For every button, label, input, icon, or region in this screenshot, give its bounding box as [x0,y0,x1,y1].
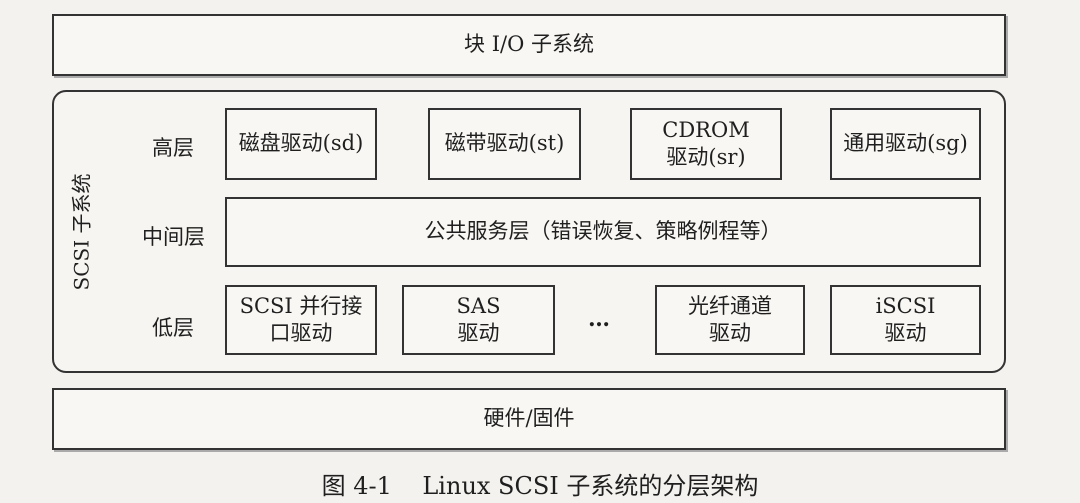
low-driver-label: 光纤通道 驱动 [688,293,772,345]
high-driver-label: 通用驱动(sg) [843,131,968,156]
high-driver-box: CDROM 驱动(sr) [630,108,782,180]
common-services-layer-label: 公共服务层（错误恢复、策略例程等） [424,219,782,244]
high-driver-box: 磁带驱动(st) [428,108,581,180]
low-driver-label: SAS 驱动 [456,293,501,345]
common-services-layer-box: 公共服务层（错误恢复、策略例程等） [225,197,981,267]
high-driver-box: 磁盘驱动(sd) [225,108,377,180]
low-driver-box: SAS 驱动 [402,285,555,355]
block-io-subsystem-box: 块 I/O 子系统 [52,14,1006,76]
low-driver-box: 光纤通道 驱动 [655,285,805,355]
low-driver-label: SCSI 并行接 口驱动 [239,293,363,345]
high-driver-box: 通用驱动(sg) [830,108,981,180]
level-label-high: 高层 [152,136,194,160]
level-label-low: 低层 [152,316,194,340]
high-driver-label: CDROM 驱动(sr) [662,117,750,169]
block-io-subsystem-label: 块 I/O 子系统 [464,32,594,57]
low-driver-box: iSCSI 驱动 [830,285,981,355]
low-driver-label: iSCSI 驱动 [875,293,936,345]
scsi-subsystem-title: SCSI 子系统 [69,173,94,291]
figure-caption: 图 4-1 Linux SCSI 子系统的分层架构 [321,472,759,500]
hardware-firmware-label: 硬件/固件 [483,406,575,431]
more-drivers-ellipsis: … [588,306,613,332]
level-label-middle: 中间层 [142,225,205,249]
low-driver-box: SCSI 并行接 口驱动 [225,285,377,355]
high-driver-label: 磁带驱动(st) [444,131,565,156]
high-driver-label: 磁盘驱动(sd) [238,131,364,156]
hardware-firmware-box: 硬件/固件 [52,388,1006,450]
